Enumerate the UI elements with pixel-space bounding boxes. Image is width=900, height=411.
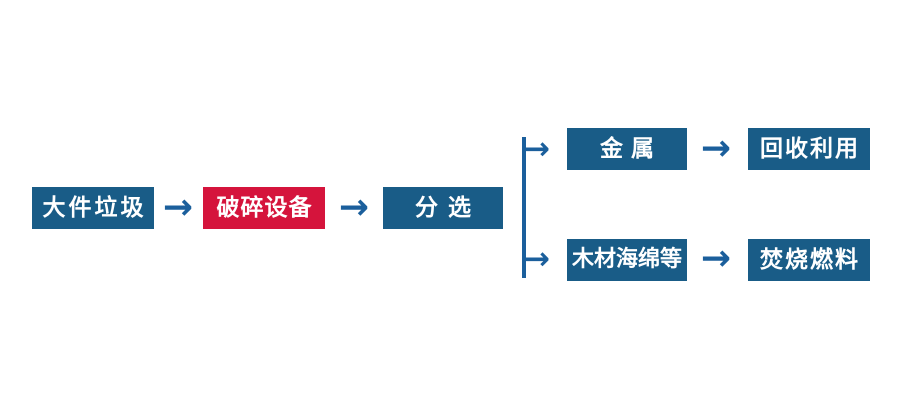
node-wood-sponge-etc: 木材海绵等 (567, 239, 687, 281)
node-incineration-fuel: 焚烧燃料 (748, 239, 870, 281)
branch-right-arrow-icon: → (524, 241, 550, 277)
node-bulky-waste: 大件垃圾 (32, 187, 154, 229)
node-recycling: 回收利用 (748, 128, 870, 170)
node-metal: 金属 (567, 128, 687, 170)
right-arrow-icon: → (338, 187, 370, 228)
right-arrow-icon: → (700, 128, 732, 169)
branch-right-arrow-icon: → (524, 131, 550, 167)
right-arrow-icon: → (162, 187, 194, 228)
node-sorting: 分选 (383, 187, 503, 229)
branch-connector-line (522, 137, 526, 278)
node-crushing-equipment: 破碎设备 (203, 187, 325, 229)
right-arrow-icon: → (700, 238, 732, 279)
